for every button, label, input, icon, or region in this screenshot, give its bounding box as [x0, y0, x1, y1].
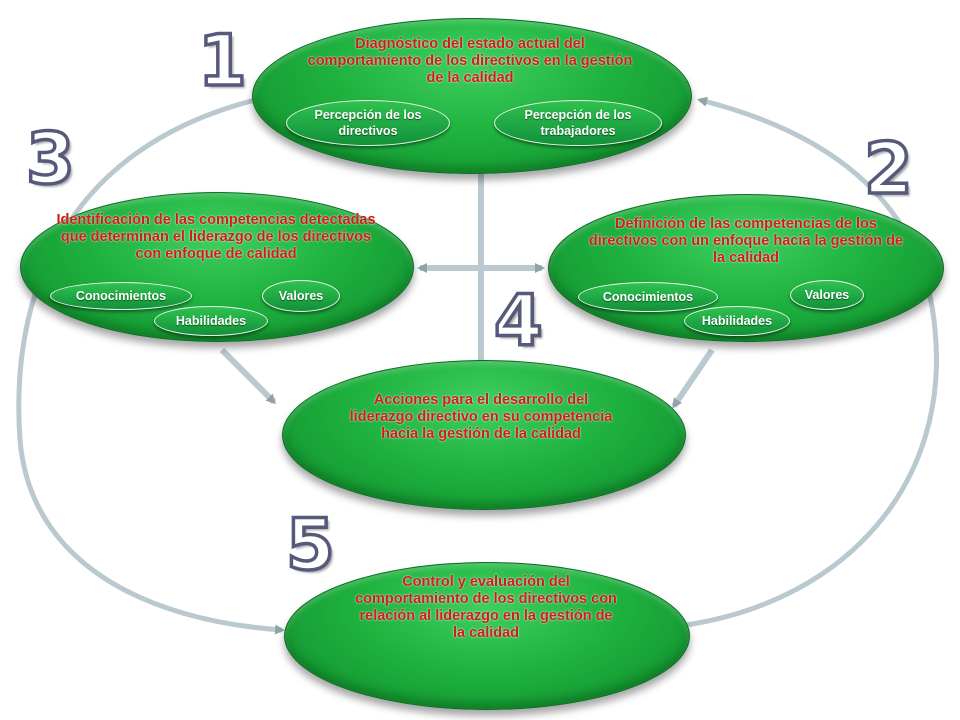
node-identificacion-text: Identificación de las competencias detec…	[56, 212, 376, 262]
pill-percepcion-directivos: Percepción de los directivos	[286, 100, 450, 146]
step-number-5: 5	[284, 504, 336, 586]
cycle-arrow-5-to-1	[685, 96, 939, 628]
pill-percepcion-trabajadores: Percepción de los trabajadores	[494, 100, 662, 146]
pill-habilidades-right: Habilidades	[684, 306, 790, 336]
pill-valores-left: Valores	[262, 280, 340, 312]
arrow-2-to-4	[671, 348, 715, 409]
node-diagnostico-text: Diagnóstico del estado actual del compor…	[307, 36, 633, 86]
node-control-text: Control y evaluación del comportamiento …	[355, 574, 617, 641]
pill-habilidades-left: Habilidades	[154, 306, 268, 336]
cycle-arrow-1-to-5	[16, 97, 285, 635]
pill-conocimientos-left: Conocimientos	[50, 282, 192, 310]
node-diagnostico	[252, 18, 692, 174]
step-number-3: 3	[24, 118, 76, 200]
step-number-4: 4	[492, 280, 544, 362]
pill-conocimientos-right: Conocimientos	[578, 282, 718, 312]
node-acciones	[282, 360, 686, 510]
pill-valores-right: Valores	[790, 280, 864, 310]
node-acciones-text: Acciones para el desarrollo del liderazg…	[349, 392, 613, 442]
arrow-3-to-4	[219, 347, 277, 405]
node-definicion-text: Definición de las competencias de los di…	[588, 216, 904, 266]
step-number-2: 2	[862, 128, 914, 210]
step-number-1: 1	[196, 20, 248, 102]
node-control	[284, 562, 690, 710]
